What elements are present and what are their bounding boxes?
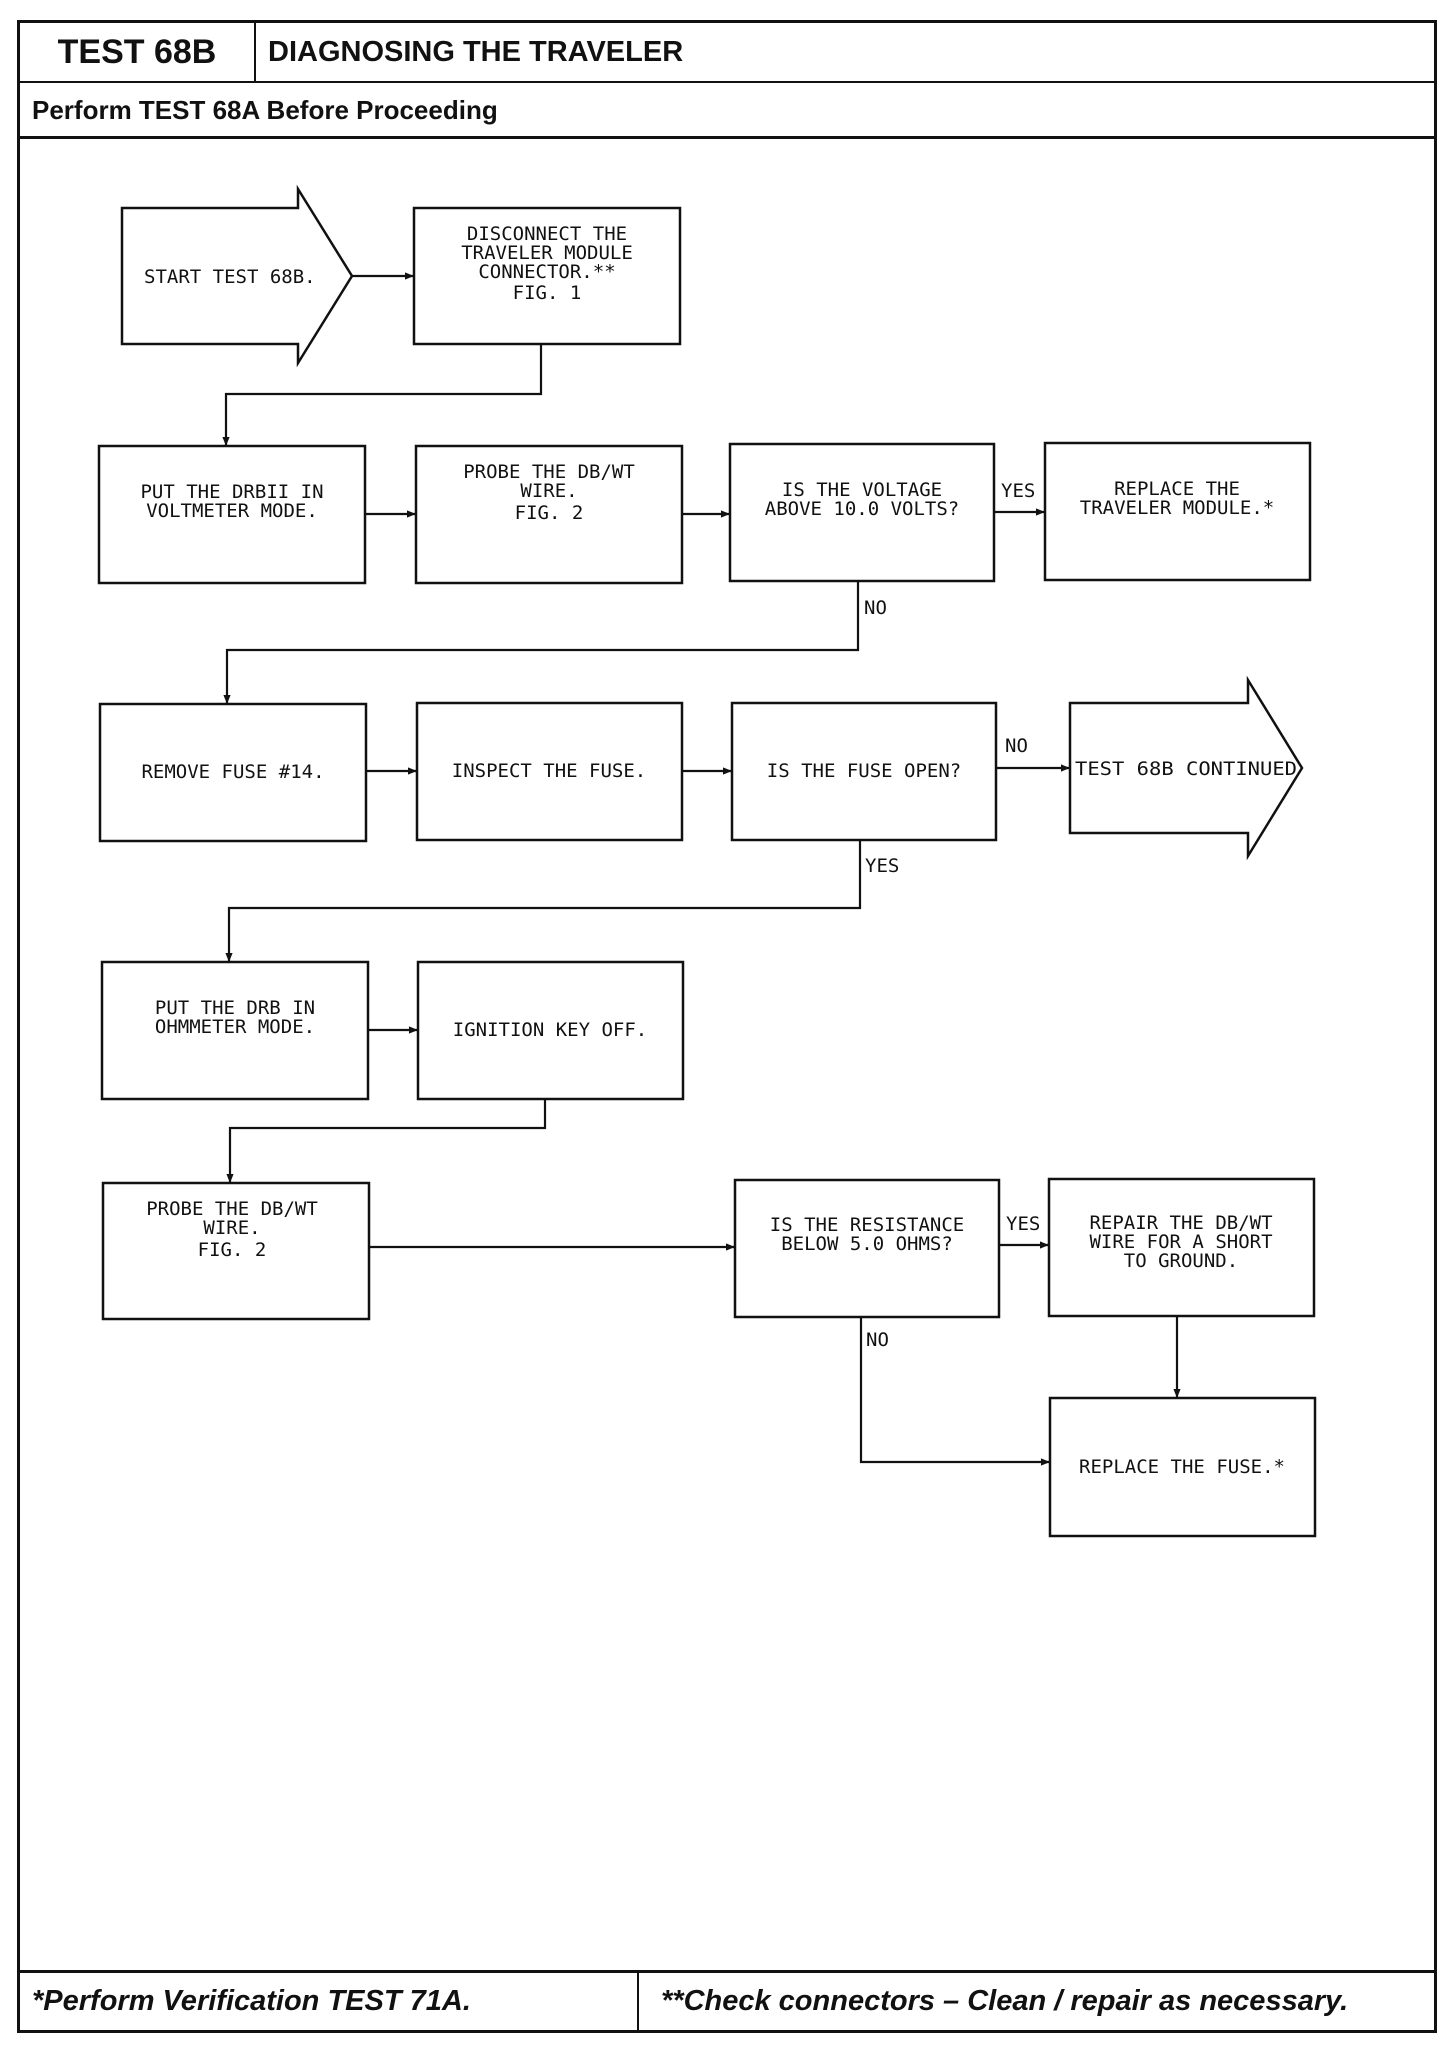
connector xyxy=(225,840,862,962)
replace-fuse-text: REPLACE THE FUSE.* xyxy=(1079,1456,1285,1478)
replace-fuse-box xyxy=(1048,1396,1317,1538)
header-row: TEST 68B DIAGNOSING THE TRAVELER xyxy=(20,23,1434,83)
label-yes-resistance: YES xyxy=(1006,1213,1040,1235)
label-yes-voltage: YES xyxy=(1001,480,1035,502)
label-no-voltage: NO xyxy=(864,597,887,619)
label-no-fuse: NO xyxy=(1005,735,1028,757)
probe-2-box xyxy=(101,1181,371,1321)
resistance-question-box xyxy=(733,1178,1001,1319)
connector xyxy=(859,1317,1050,1466)
connector xyxy=(222,344,543,446)
label-yes-fuse: YES xyxy=(865,855,899,877)
connector xyxy=(226,1099,547,1183)
label-no-resistance: NO xyxy=(866,1329,889,1351)
footer-note-verification: *Perform Verification TEST 71A. xyxy=(20,1973,639,2030)
footer-note-connectors: **Check connectors – Clean / repair as n… xyxy=(661,1985,1349,2017)
remove-fuse-box xyxy=(98,702,368,843)
connector xyxy=(223,581,860,704)
remove-fuse-text: REMOVE FUSE #14. xyxy=(141,761,324,783)
footer: *Perform Verification TEST 71A. **Check … xyxy=(20,1970,1434,2030)
start-label: START TEST 68B. xyxy=(144,266,316,288)
fuse-question-text: IS THE FUSE OPEN? xyxy=(767,760,961,782)
inspect-fuse-text: INSPECT THE FUSE. xyxy=(452,760,646,782)
continued-label: TEST 68B CONTINUED xyxy=(1075,758,1297,780)
test-id: TEST 68B xyxy=(20,23,256,81)
continued-arrow-shape xyxy=(1068,675,1304,861)
ignition-off-text: IGNITION KEY OFF. xyxy=(453,1019,647,1041)
page-frame: TEST 68B DIAGNOSING THE TRAVELER Perform… xyxy=(17,20,1437,2033)
prerequisite-note: Perform TEST 68A Before Proceeding xyxy=(20,83,1434,139)
repair-wire-box xyxy=(1047,1177,1316,1318)
start-arrow-shape xyxy=(120,184,354,368)
test-title: DIAGNOSING THE TRAVELER xyxy=(268,36,684,68)
